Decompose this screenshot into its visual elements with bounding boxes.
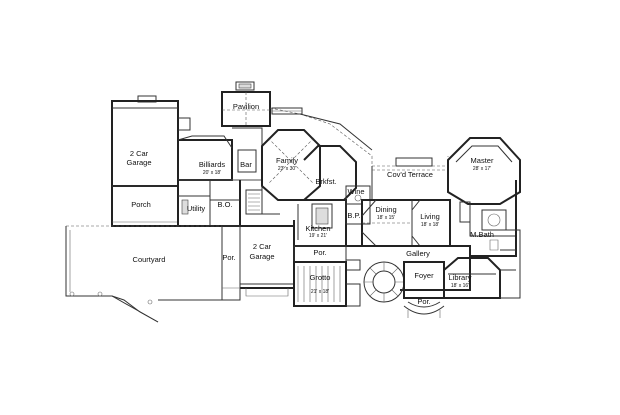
label-bo: B.O. xyxy=(217,200,232,209)
courtyard xyxy=(65,225,222,323)
dims-kitchen: 19' x 21' xyxy=(309,233,327,239)
label-kitchen: Kitchen xyxy=(305,224,330,233)
label-bp: B.P. xyxy=(347,211,360,220)
label-bar: Bar xyxy=(240,160,252,169)
label-library: Library xyxy=(449,273,472,282)
right-wing xyxy=(489,229,521,299)
dims-family: 23' x 30' xyxy=(278,166,296,172)
label-mbath: M.Bath xyxy=(470,230,494,239)
dims-library: 18' x 16' xyxy=(451,283,469,289)
billiards-bar-area xyxy=(177,127,263,181)
label-utility: Utility xyxy=(187,204,206,213)
label-por-kitchen: Por. xyxy=(313,248,326,257)
label-por-left: Por. xyxy=(222,253,235,262)
family-room xyxy=(245,129,321,215)
dims-master: 28' x 17' xyxy=(473,166,491,172)
grotto xyxy=(293,261,361,307)
label-grotto: Grotto xyxy=(310,273,331,282)
label-pavilion: Pavilion xyxy=(233,102,259,111)
label-living: Living xyxy=(420,212,440,221)
label-garage-left-line1: 2 Car xyxy=(130,149,149,158)
dims-living: 18' x 18' xyxy=(421,222,439,228)
label-garage-left-line2: Garage xyxy=(126,158,151,167)
label-master: Master xyxy=(471,156,494,165)
dims-grotto: 21' x 18' xyxy=(311,289,329,295)
dims-dining: 18' x 15' xyxy=(377,215,395,221)
label-foyer: Foyer xyxy=(414,271,434,280)
label-family: Family xyxy=(276,156,298,165)
label-covd-terrace: Cov'd Terrace xyxy=(387,170,433,179)
dims-billiards: 20' x 18' xyxy=(203,170,221,176)
label-porch: Porch xyxy=(131,200,151,209)
gallery-stair xyxy=(346,245,471,303)
garage-lower xyxy=(221,225,295,301)
label-garage-lower-line1: 2 Car xyxy=(253,242,272,251)
label-billiards: Billiards xyxy=(199,160,226,169)
kitchen xyxy=(280,199,347,247)
label-garage-lower-line2: Garage xyxy=(249,252,274,261)
pavilion-structure xyxy=(221,81,303,127)
label-dining: Dining xyxy=(375,205,396,214)
label-courtyard: Courtyard xyxy=(133,255,166,264)
label-brkfst: Brkfst. xyxy=(315,177,336,186)
label-por-entry: Por. xyxy=(417,297,430,306)
label-gallery: Gallery xyxy=(406,249,430,258)
label-wine: Wine xyxy=(347,187,364,196)
